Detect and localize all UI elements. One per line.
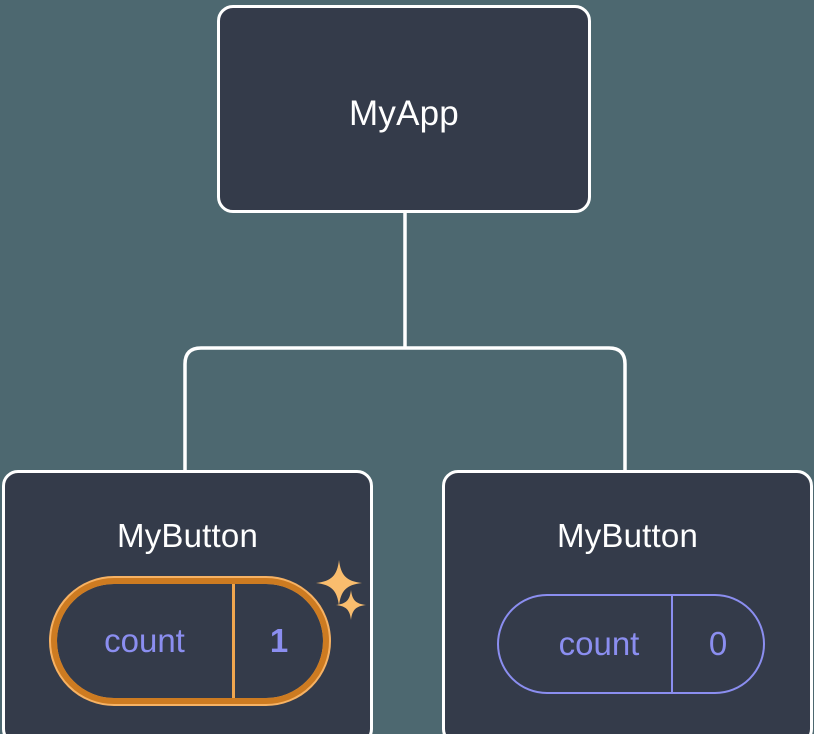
state-badge-1-value: 0 — [708, 625, 728, 662]
node-myapp[interactable]: MyApp — [217, 5, 591, 213]
node-mybutton-0-title: MyButton — [117, 517, 258, 554]
node-mybutton-1[interactable]: MyButton count 0 — [442, 470, 813, 734]
state-badge-0-value: 1 — [269, 622, 289, 659]
state-badge-0-key: count — [57, 584, 235, 698]
edge-branch-bar — [183, 346, 627, 470]
state-badge-0-wrapper: count 1 — [49, 576, 331, 706]
node-mybutton-1-title: MyButton — [557, 517, 698, 554]
state-badge-1-key: count — [499, 596, 673, 692]
state-badge-0[interactable]: count 1 — [49, 576, 331, 706]
node-myapp-title: MyApp — [349, 94, 459, 133]
node-mybutton-0[interactable]: MyButton count 1 — [2, 470, 373, 734]
state-badge-1[interactable]: count 0 — [497, 594, 765, 694]
